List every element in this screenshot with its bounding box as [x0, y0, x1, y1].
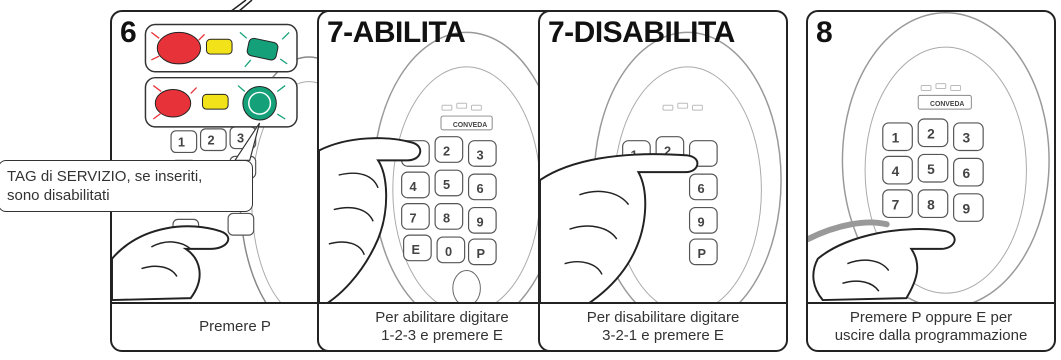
brand-label: CONVEDA [453, 122, 487, 129]
panel-step-7-disabilita: 12 69P 7-DISABILITA Per disabilitare dig… [538, 10, 788, 352]
svg-text:6: 6 [476, 181, 483, 196]
keypad-illustration: 12 69P [540, 31, 782, 329]
svg-text:4: 4 [892, 164, 900, 179]
svg-text:0: 0 [445, 244, 452, 259]
led-yellow [205, 38, 233, 55]
svg-text:2: 2 [927, 127, 935, 142]
svg-text:8: 8 [443, 210, 450, 225]
key-label: 2 [207, 133, 214, 148]
svg-text:3: 3 [476, 147, 483, 162]
step-caption: Per disabilitare digitare 3-2-1 e premer… [540, 302, 786, 350]
svg-text:E: E [411, 242, 420, 257]
panel-step-8: CONVEDA 1 2 3 4 5 6 7 8 9 8 Premere P oppure E… [806, 10, 1056, 352]
led-yellow [202, 93, 229, 110]
svg-text:8: 8 [927, 198, 935, 213]
step-number: 7-ABILITA [327, 16, 466, 49]
svg-text:2: 2 [443, 143, 450, 158]
svg-text:3: 3 [962, 131, 970, 146]
step-number: 8 [816, 16, 833, 49]
svg-text:7: 7 [892, 198, 900, 213]
svg-text:9: 9 [962, 201, 970, 216]
step-caption: Premere P oppure E per uscire dalla prog… [808, 302, 1054, 350]
led-red [154, 88, 192, 118]
svg-text:5: 5 [443, 177, 450, 192]
svg-text:9: 9 [476, 214, 483, 229]
svg-text:5: 5 [927, 162, 935, 177]
key-label: 3 [237, 131, 244, 146]
led-green [242, 86, 277, 121]
svg-text:1: 1 [892, 131, 900, 146]
svg-text:6: 6 [962, 166, 970, 181]
led-red [156, 31, 202, 65]
step-number: 6 [120, 16, 137, 49]
svg-text:P: P [697, 246, 706, 261]
service-tag-callout: TAG di SERVIZIO, se inseriti, sono disab… [0, 160, 253, 212]
svg-text:2: 2 [664, 143, 671, 158]
keypad-illustration: CONVEDA 123 456 789 E0P [319, 31, 561, 329]
svg-text:9: 9 [697, 214, 704, 229]
keypad-illustration: CONVEDA 1 2 3 4 5 6 7 8 9 [808, 12, 1050, 309]
step-caption: Per abilitare digitare 1-2-3 e premere E [319, 302, 565, 350]
pointer-line [229, 0, 253, 12]
key-label: 1 [178, 135, 185, 150]
svg-text:P: P [476, 246, 485, 261]
svg-text:7: 7 [410, 210, 417, 225]
svg-text:6: 6 [697, 181, 704, 196]
led-green [246, 37, 279, 61]
brand-label: CONVEDA [930, 101, 964, 108]
svg-text:4: 4 [410, 179, 418, 194]
panel-step-7-abilita: CONVEDA 123 456 789 E0P 7-ABILITA Per ab… [317, 10, 567, 352]
step-number: 7-DISABILITA [548, 16, 735, 49]
